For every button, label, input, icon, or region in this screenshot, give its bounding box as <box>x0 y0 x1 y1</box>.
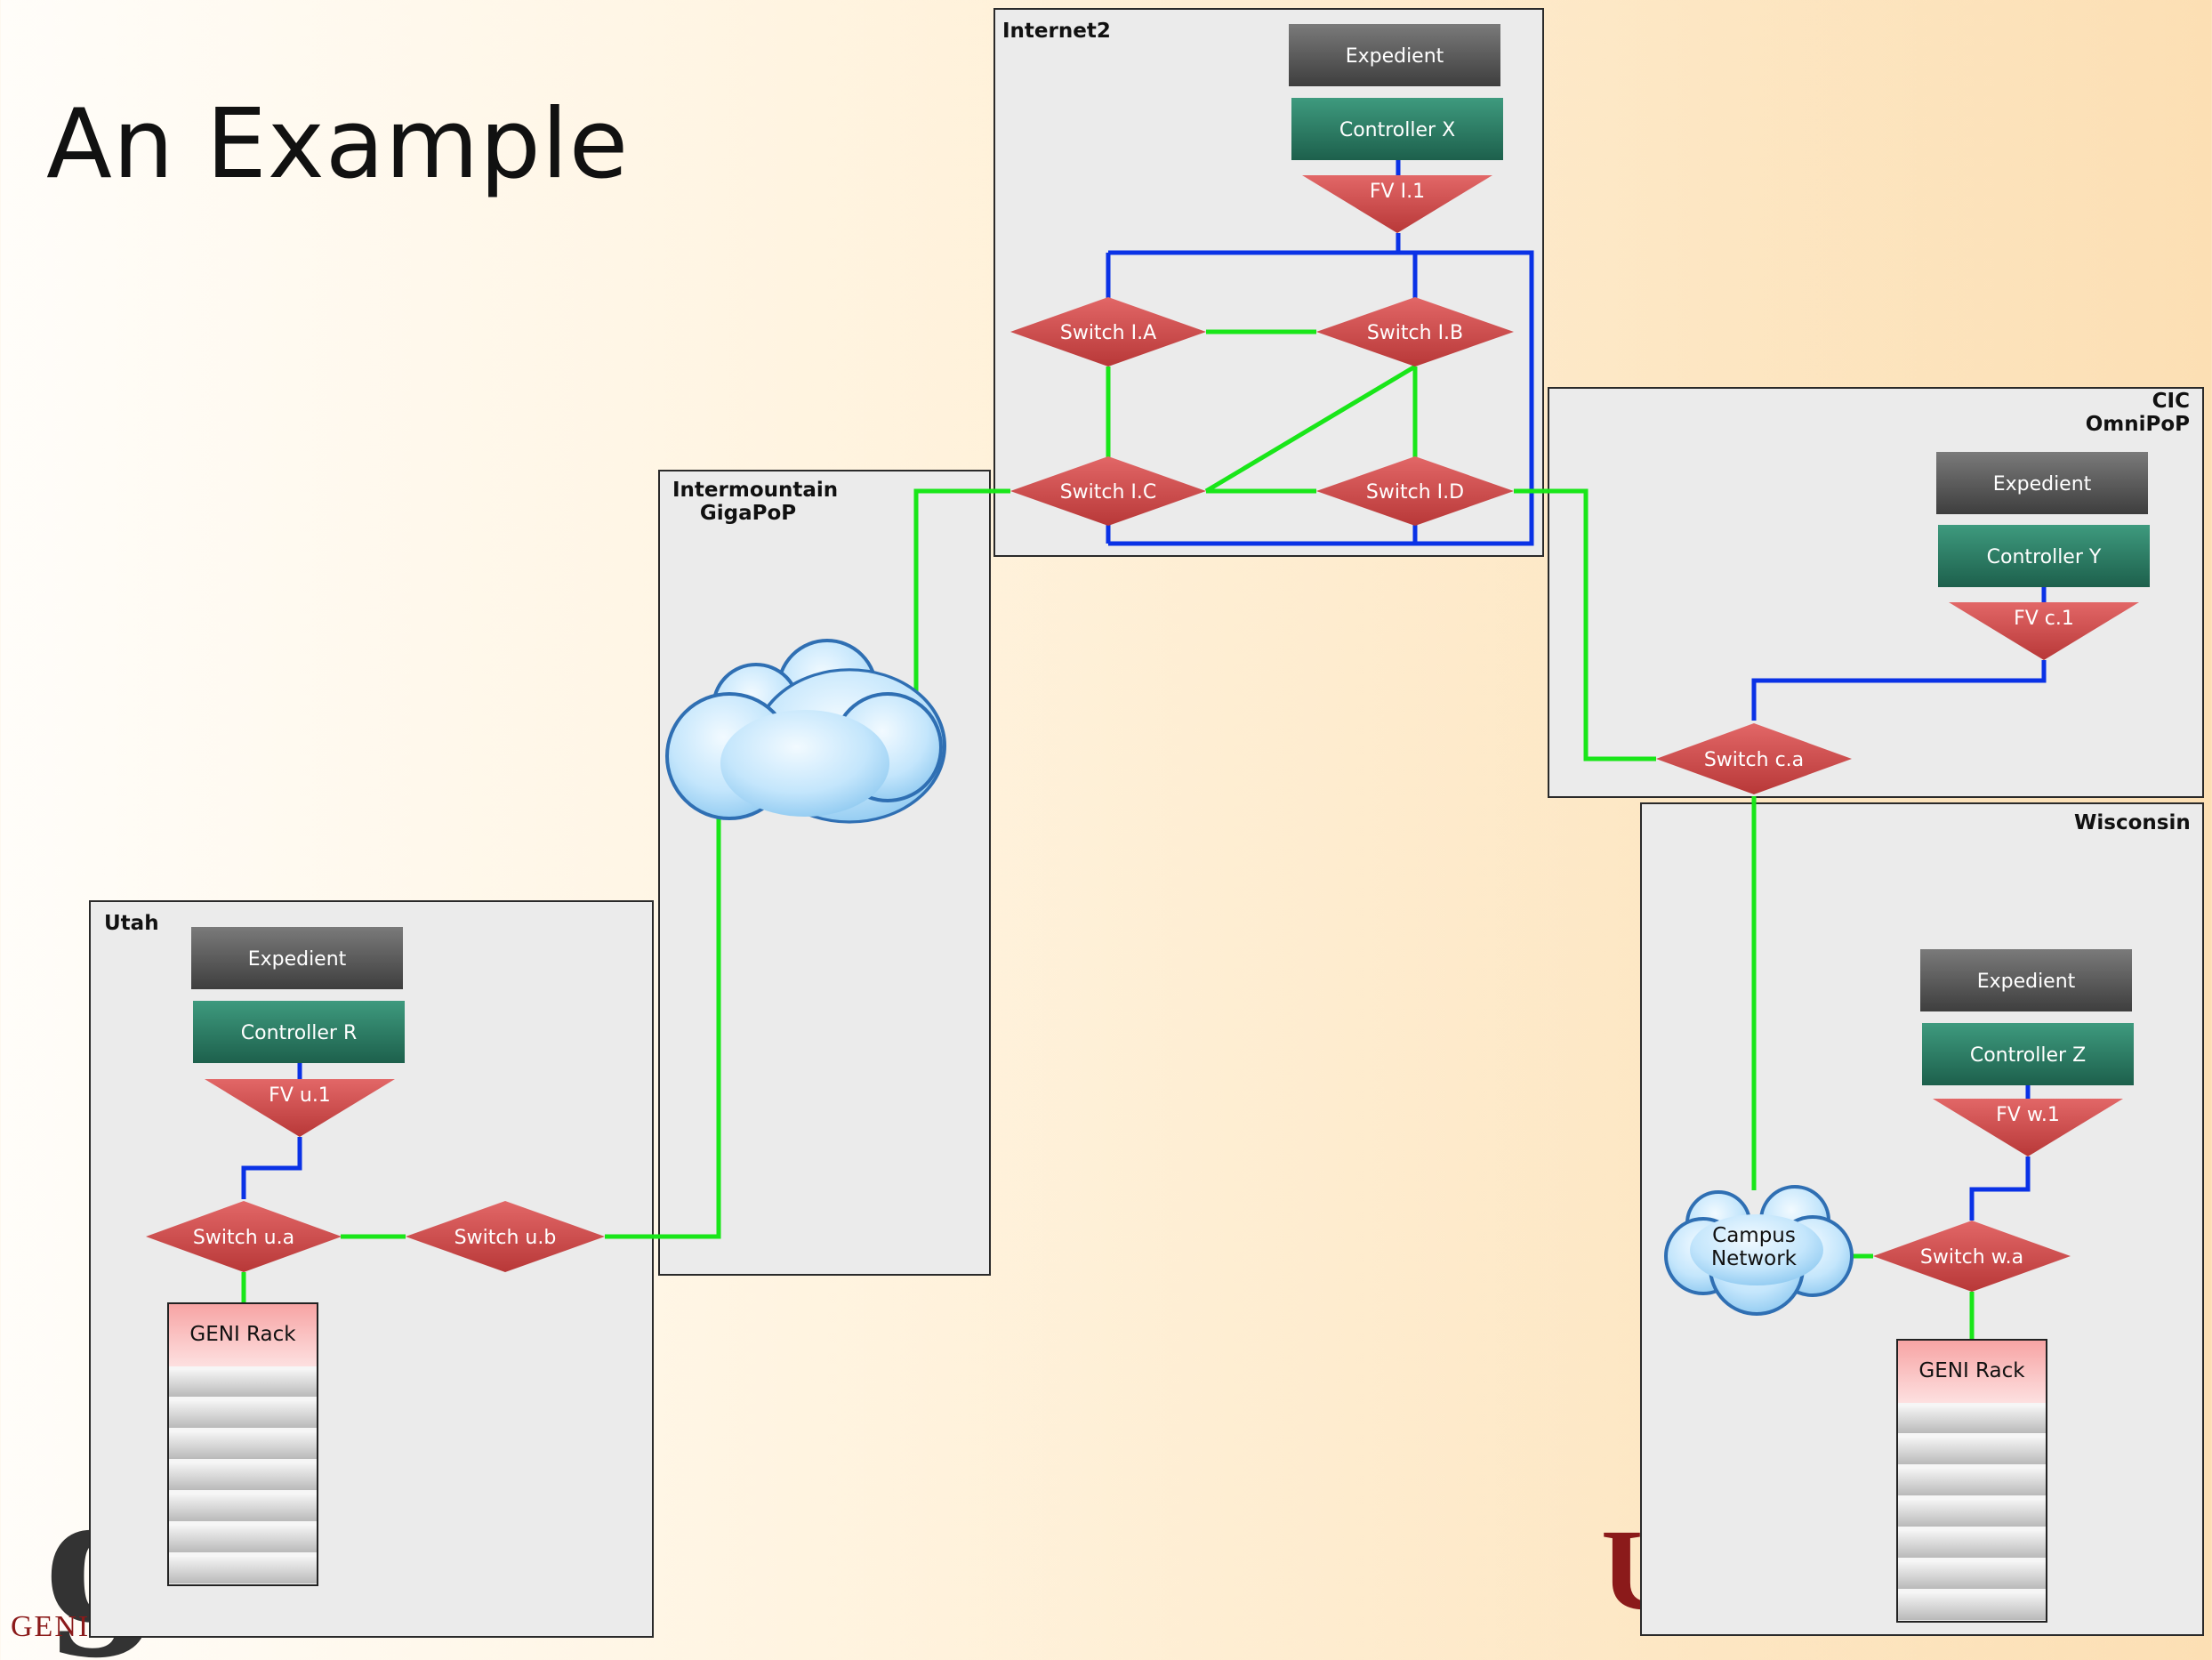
flowvisor-w1[interactable]: FV w.1 <box>1933 1099 2123 1156</box>
domain-label-utah: Utah <box>104 912 159 935</box>
svg-text:Switch u.b: Switch u.b <box>454 1227 557 1249</box>
campus-label-line1: Campus <box>1712 1224 1796 1247</box>
svg-text:Switch c.a: Switch c.a <box>1704 749 1804 771</box>
switch-ia[interactable]: Switch I.A <box>1010 297 1206 367</box>
data-links <box>241 329 1975 1340</box>
svg-text:GENI Rack: GENI Rack <box>1918 1359 2025 1382</box>
svg-text:Expedient: Expedient <box>1993 473 2092 496</box>
control-bus-internet2 <box>1108 250 1534 546</box>
controller-y[interactable]: Controller Y <box>1938 525 2150 587</box>
flowvisor-c1[interactable]: FV c.1 <box>1949 602 2139 660</box>
slide-title: An Example <box>46 89 630 200</box>
svg-text:Expedient: Expedient <box>1346 45 1444 68</box>
svg-text:FV I.1: FV I.1 <box>1370 181 1425 203</box>
campus-label-line2: Network <box>1711 1247 1798 1270</box>
domain-label-cic: CIC OmniPoP <box>2046 390 2190 437</box>
flowvisor-u1[interactable]: FV u.1 <box>205 1079 395 1137</box>
expedient-internet2[interactable]: Expedient <box>1289 24 1500 86</box>
switch-ua[interactable]: Switch u.a <box>146 1201 342 1272</box>
svg-text:Switch u.a: Switch u.a <box>193 1227 294 1249</box>
expedient-wisconsin[interactable]: Expedient <box>1920 949 2132 1011</box>
svg-text:Controller X: Controller X <box>1339 119 1455 141</box>
control-link-fv-ua <box>241 1137 302 1199</box>
control-link-fv-ca <box>1751 660 2047 721</box>
domain-label-intermountain-line1: Intermountain <box>672 479 839 502</box>
data-link-id-ca <box>1514 488 1656 762</box>
gigapop-cloud-icon <box>665 639 946 824</box>
geni-rack-wisconsin[interactable]: GENI Rack <box>1896 1339 2047 1623</box>
switch-ub[interactable]: Switch u.b <box>406 1201 605 1272</box>
svg-text:FV c.1: FV c.1 <box>2014 608 2074 630</box>
svg-text:Controller R: Controller R <box>241 1022 358 1044</box>
switch-ib[interactable]: Switch I.B <box>1316 297 1514 367</box>
svg-text:GENI Rack: GENI Rack <box>189 1323 296 1346</box>
switch-wa[interactable]: Switch w.a <box>1873 1221 2071 1292</box>
campus-network-cloud[interactable]: Campus Network <box>1664 1185 1854 1316</box>
data-link-gigapop-ub <box>605 801 721 1239</box>
domain-label-cic-line2: OmniPoP <box>2085 413 2190 437</box>
expedient-utah[interactable]: Expedient <box>191 927 403 989</box>
svg-text:FV w.1: FV w.1 <box>1996 1104 2060 1126</box>
data-link-ib-ic <box>1204 364 1417 494</box>
geni-logo-text: GENI <box>11 1610 91 1643</box>
svg-text:Controller Y: Controller Y <box>1987 546 2102 568</box>
switch-id[interactable]: Switch I.D <box>1316 456 1514 526</box>
geni-rack-utah[interactable]: GENI Rack <box>167 1302 318 1586</box>
domain-label-cic-line1: CIC <box>2152 390 2190 413</box>
svg-text:Switch I.C: Switch I.C <box>1060 481 1157 504</box>
domain-label-intermountain-line2: GigaPoP <box>699 502 797 526</box>
flowvisor-i1[interactable]: FV I.1 <box>1302 175 1492 233</box>
domain-label-wisconsin: Wisconsin <box>2074 811 2191 834</box>
campus-cloud-icon <box>1664 1185 1854 1316</box>
svg-text:Controller Z: Controller Z <box>1970 1044 2086 1067</box>
svg-text:Switch I.A: Switch I.A <box>1060 322 1156 344</box>
domain-label-intermountain: Intermountain GigaPoP <box>672 479 839 526</box>
control-link-fv-wa <box>1969 1156 2031 1221</box>
controller-z[interactable]: Controller Z <box>1922 1023 2134 1085</box>
controller-x[interactable]: Controller X <box>1291 98 1503 160</box>
domain-intermountain <box>658 470 991 1276</box>
control-links <box>241 160 2047 1221</box>
data-link-ic-gigapop <box>913 488 1010 698</box>
svg-text:Expedient: Expedient <box>1977 971 2076 993</box>
switch-ca[interactable]: Switch c.a <box>1656 723 1852 794</box>
svg-text:Switch w.a: Switch w.a <box>1920 1246 2023 1269</box>
expedient-cic[interactable]: Expedient <box>1936 452 2148 514</box>
switch-ic[interactable]: Switch I.C <box>1010 456 1206 526</box>
domain-label-internet2: Internet2 <box>1002 20 1111 43</box>
controller-r[interactable]: Controller R <box>193 1001 405 1063</box>
svg-text:Expedient: Expedient <box>248 948 347 971</box>
svg-text:FV u.1: FV u.1 <box>269 1084 331 1107</box>
svg-text:Switch I.B: Switch I.B <box>1367 322 1463 344</box>
svg-text:Switch I.D: Switch I.D <box>1366 481 1464 504</box>
